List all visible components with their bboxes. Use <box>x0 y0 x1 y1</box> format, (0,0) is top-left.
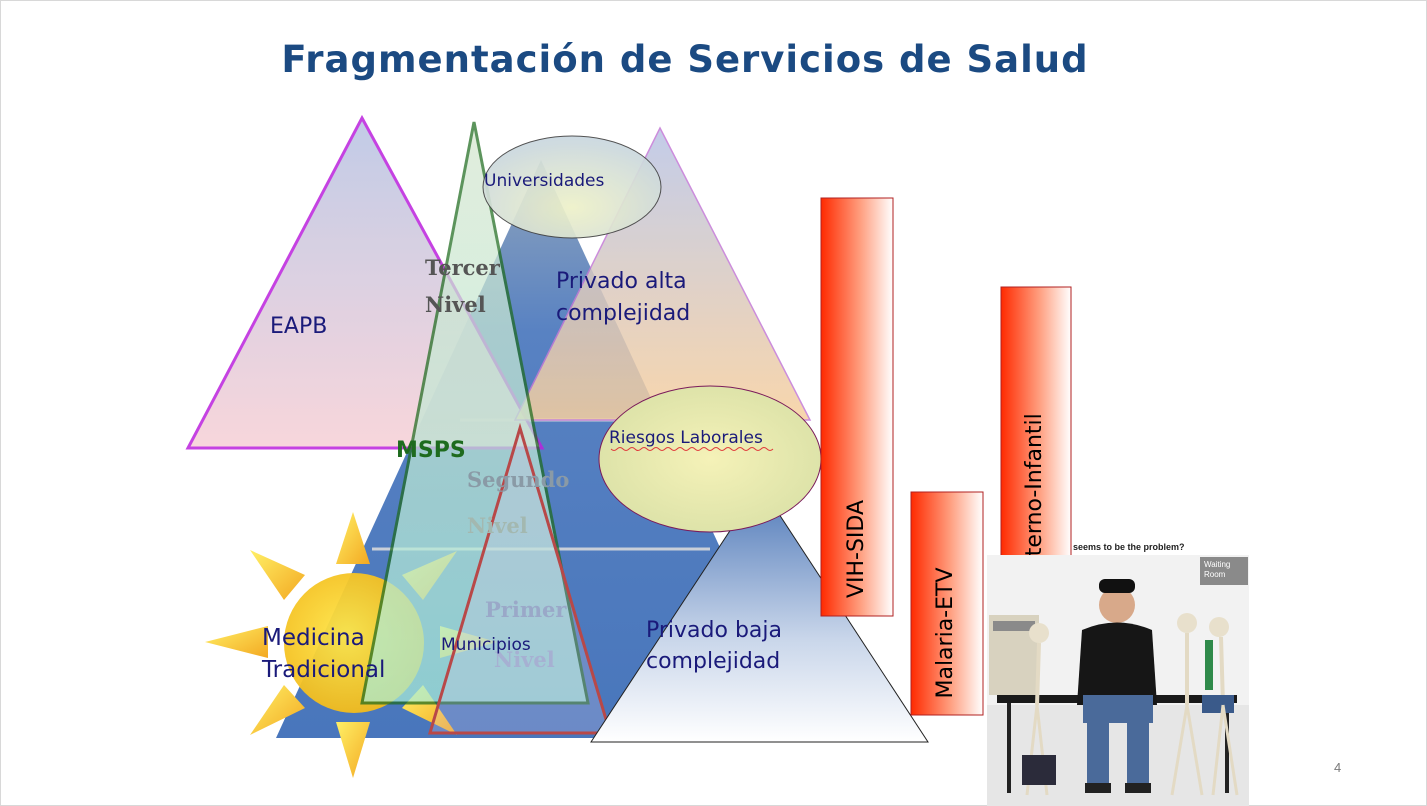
segundo-nivel-label-line2: Nivel <box>467 513 528 538</box>
tercer-nivel-label-line1: Tercer <box>425 255 500 280</box>
page-number: 4 <box>1334 760 1342 775</box>
spellcheck-underline <box>610 447 774 451</box>
malaria-etv-bar <box>910 491 984 716</box>
riesgos-laborales-ellipse <box>598 385 822 533</box>
photo-caption: seems to be the problem? <box>1073 542 1185 552</box>
waiting-room-photo <box>987 555 1249 806</box>
privado-baja-label-line1: Privado baja <box>646 618 782 643</box>
waiting-room-sign-line1: Waiting <box>1204 560 1231 569</box>
primer-nivel-label-line2: Nivel <box>494 647 555 672</box>
tercer-nivel-label-line2: Nivel <box>425 292 486 317</box>
eapb-label: EAPB <box>270 314 328 339</box>
vih-sida-label: VIH-SIDA <box>844 499 869 599</box>
municipios-triangle <box>427 422 613 735</box>
municipios-label: Municipios <box>441 635 531 655</box>
privado-alta-label-line2: complejidad <box>556 301 691 326</box>
waiting-room-sign: Waiting Room <box>1200 557 1248 585</box>
medicina-tradicional-label-line1: Medicina <box>262 625 365 651</box>
segundo-nivel-label-line1: Segundo <box>467 467 570 492</box>
malaria-etv-label: Malaria-ETV <box>933 567 958 699</box>
msps-triangle <box>360 121 590 705</box>
vih-sida-bar <box>820 197 894 617</box>
privado-baja-label-line2: complejidad <box>646 649 781 674</box>
msps-label: MSPS <box>396 438 466 463</box>
medicina-tradicional-label-line2: Tradicional <box>262 657 386 683</box>
slide-title: Fragmentación de Servicios de Salud <box>281 38 1089 81</box>
universidades-ellipse <box>482 135 662 239</box>
privado-alta-label-line1: Privado alta <box>556 269 687 294</box>
primer-nivel-label-line1: Primer <box>485 597 567 622</box>
riesgos-laborales-label: Riesgos Laborales <box>609 428 763 448</box>
universidades-label: Universidades <box>484 171 605 191</box>
waiting-room-sign-line2: Room <box>1204 570 1226 579</box>
